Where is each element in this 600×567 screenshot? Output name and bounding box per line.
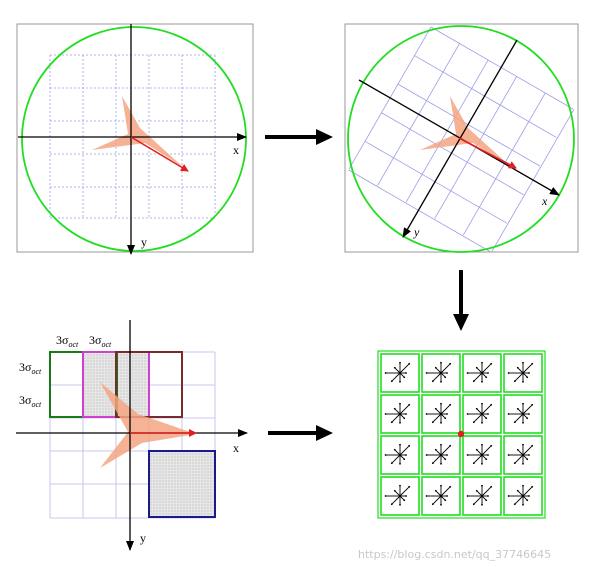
descriptor-cell: [421, 435, 461, 475]
descriptor-cell: [421, 394, 461, 434]
orientation-fan: [92, 96, 183, 167]
x-axis-label: x: [233, 143, 239, 157]
panel-bottom-left: x y 3σoct 3σoct 3σoct 3σoct: [16, 320, 248, 551]
hatched-region: [149, 451, 215, 517]
y-axis-label: y: [140, 531, 146, 545]
rotated-x-axis: [358, 79, 560, 196]
descriptor-cell: [503, 353, 543, 393]
x-axis-label: x: [233, 441, 239, 455]
panel-top-left: x y: [16, 23, 254, 255]
descriptor-frame: [377, 350, 546, 519]
keypoint-center-dot: [457, 430, 465, 438]
descriptor-grid: [377, 350, 546, 519]
main-orientation-arrow: [458, 137, 517, 169]
sigma-label-top-2: 3σoct: [89, 333, 112, 349]
descriptor-cell: [503, 394, 543, 434]
flow-arrow-right-top: [265, 129, 333, 145]
descriptor-cell: [462, 353, 502, 393]
descriptor-cell: [380, 476, 420, 516]
descriptor-cell: [462, 394, 502, 434]
x-axis-label: x: [541, 194, 548, 208]
descriptor-cell: [462, 435, 502, 475]
descriptor-cell: [503, 476, 543, 516]
sigma-label-left-2: 3σoct: [19, 393, 42, 409]
subregion-box-brown: [115, 351, 183, 418]
watermark-text: https://blog.csdn.net/qq_37746645: [358, 548, 551, 561]
main-orientation-arrow: [130, 136, 189, 172]
panel-top-right: x y: [344, 23, 579, 253]
descriptor-cell: [462, 476, 502, 516]
flow-arrow-down: [453, 270, 469, 331]
sigma-label-top-1: 3σoct: [56, 333, 79, 349]
support-circle: [347, 25, 575, 253]
descriptor-cell: [421, 476, 461, 516]
orientation-fan: [420, 96, 511, 167]
descriptor-cell: [503, 435, 543, 475]
orientation-fan: [100, 382, 196, 468]
y-axis-label: y: [413, 225, 420, 239]
descriptor-cell: [380, 394, 420, 434]
descriptor-cell: [380, 353, 420, 393]
descriptor-cell: [380, 435, 420, 475]
subregion-box-blue: [148, 450, 216, 518]
descriptor-cell: [421, 353, 461, 393]
sigma-label-left-1: 3σoct: [19, 360, 42, 376]
flow-arrow-right-bottom: [268, 425, 333, 441]
y-axis-label: y: [141, 235, 147, 249]
